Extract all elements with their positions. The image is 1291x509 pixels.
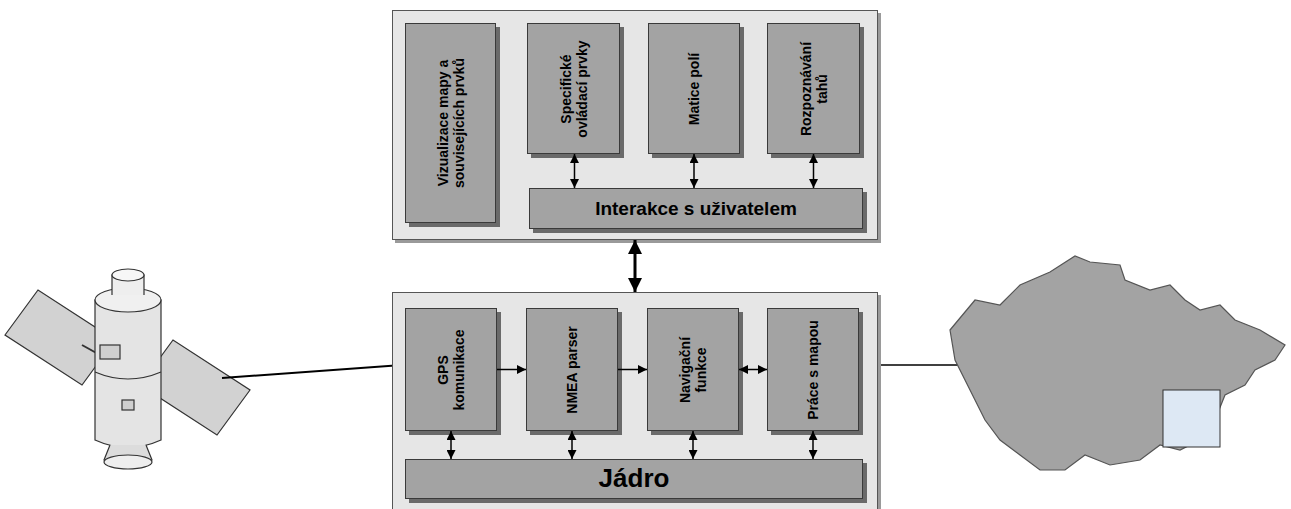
module-box: GPS komunikace — [405, 308, 497, 431]
satellite — [5, 269, 250, 469]
map-area — [1163, 390, 1220, 447]
interaction-bar: Interakce s uživatelem — [529, 188, 863, 229]
ui-layer-panel: Vizualizace mapy a souvisejících prvků Sp… — [392, 10, 878, 240]
box-label: Vizualizace mapy a souvisejících prvků — [434, 30, 466, 216]
box-label: Specifické ovládací prvky — [557, 30, 589, 147]
module-box: NMEA parser — [526, 308, 618, 431]
module-box: Práce s mapou — [767, 308, 859, 431]
box-label: Rozpoznávání tahů — [797, 30, 829, 147]
module-box: Matice polí — [648, 23, 740, 154]
module-box: Vizualizace mapy a souvisejících prvků — [405, 23, 496, 223]
box-label: Jádro — [599, 464, 670, 494]
core-layer-panel: GPS komunikace NMEA parser Navigační funkc… — [392, 292, 878, 509]
box-label: GPS komunikace — [435, 315, 467, 424]
box-label: Matice polí — [686, 30, 702, 147]
box-label: NMEA parser — [564, 315, 580, 424]
module-box: Navigační funkce — [647, 308, 739, 431]
signal-arrow — [222, 365, 402, 378]
box-label: Navigační funkce — [677, 315, 709, 424]
czech-map — [950, 256, 1285, 470]
core-bar: Jádro — [405, 459, 863, 499]
box-label: Interakce s uživatelem — [595, 198, 797, 220]
connector-arrow — [634, 240, 637, 292]
module-box: Rozpoznávání tahů — [767, 23, 860, 154]
box-label: Práce s mapou — [805, 315, 821, 424]
module-box: Specifické ovládací prvky — [527, 23, 620, 154]
